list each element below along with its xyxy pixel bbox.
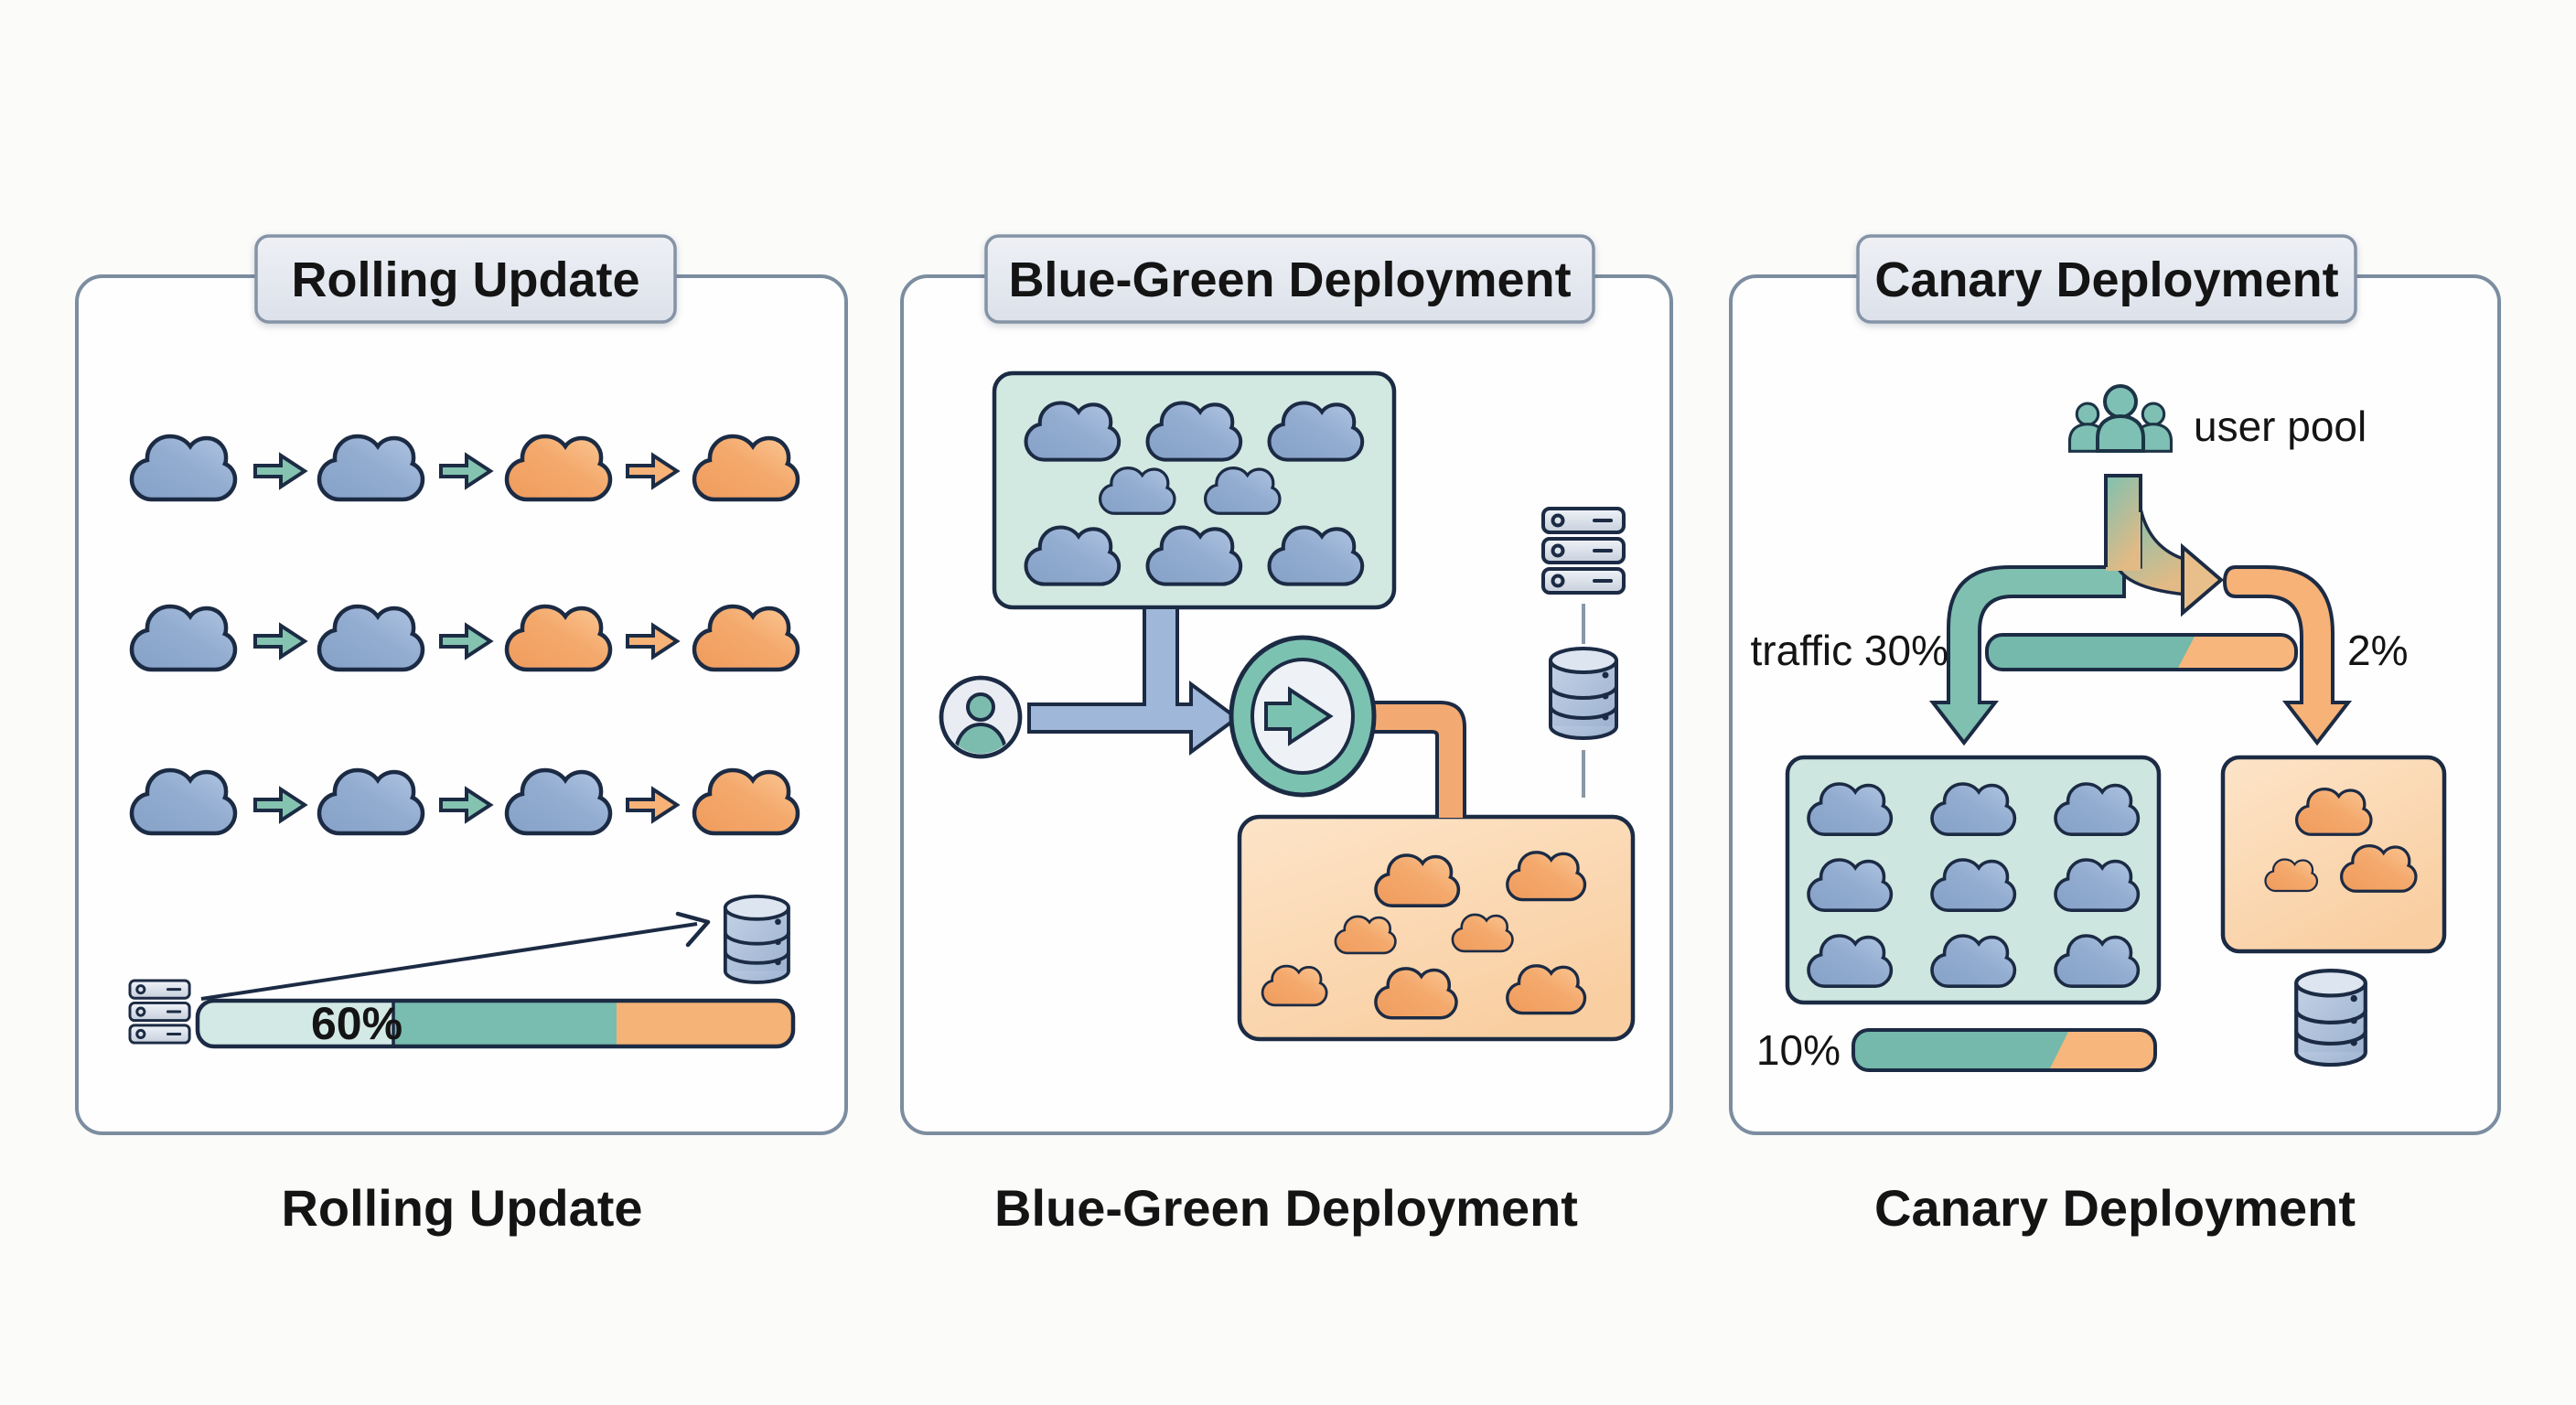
panel-rolling-update: Rolling Update [75,234,848,1237]
traffic-split-bar [1985,633,2298,671]
progress-label: 60% [311,998,402,1049]
rollout-bar [1852,1028,2157,1072]
panel-canary: Canary Deployment user pool traffic 30% … [1729,234,2501,1237]
canary-branch-arrow [2222,565,2353,746]
panel-title: Canary Deployment [1874,252,2338,307]
panel-header [254,234,677,324]
canary-cluster-box [2220,755,2447,954]
progress-outline [195,998,796,1049]
traffic-bar-outline [1985,633,2298,671]
panel-caption: Blue-Green Deployment [994,1179,1578,1237]
user-icon [941,678,1020,759]
user-pipe-outline [2104,474,2142,567]
switch-arrow-icon [1229,635,1377,798]
arrow-right-icon [1264,686,1334,746]
panel-title: Blue-Green Deployment [1008,252,1571,307]
panel-blue-green: Blue-Green Deployment [900,234,1673,1237]
panel-header [1856,234,2357,324]
rollout-label: 10% [1756,1026,1841,1074]
migration-arrow-head [675,911,711,948]
migration-arrow-line [200,922,698,1001]
split-arrows-icon [1928,474,2353,746]
server-stack-icon [1541,507,1626,595]
canary-traffic-label: 2% [2347,627,2408,674]
blue-environment-box [992,370,1397,610]
traffic-bar-teal [1987,635,2195,670]
rollout-bar-teal [1853,1030,2069,1070]
environment-box [2220,755,2447,954]
user-pool-label: user pool [2194,402,2367,450]
rolling-progress-bar: 60% [195,998,796,1049]
switch-connector-outline [1368,701,1466,818]
database-icon [2296,971,2366,1065]
panel-title: Rolling Update [292,252,640,307]
panel-caption: Rolling Update [281,1179,642,1237]
split-arrow-head [2181,542,2225,617]
database-icon [1549,647,1618,740]
stable-cluster-box [1785,755,2162,1005]
stable-traffic-label: traffic 30% [1751,627,1948,674]
user-pipe [2106,474,2141,571]
traffic-arrow-blue [1027,606,1240,756]
stable-branch-arrow [1928,565,2126,746]
server-stack-icon [128,979,191,1045]
panel-caption: Canary Deployment [1874,1179,2356,1237]
green-environment-box [1237,814,1636,1042]
rollout-bar-outline [1852,1028,2157,1072]
progress-segment-teal [393,1001,617,1046]
database-icon [723,894,790,984]
panel-header [984,234,1595,324]
progress-segment-orange [617,1001,793,1046]
